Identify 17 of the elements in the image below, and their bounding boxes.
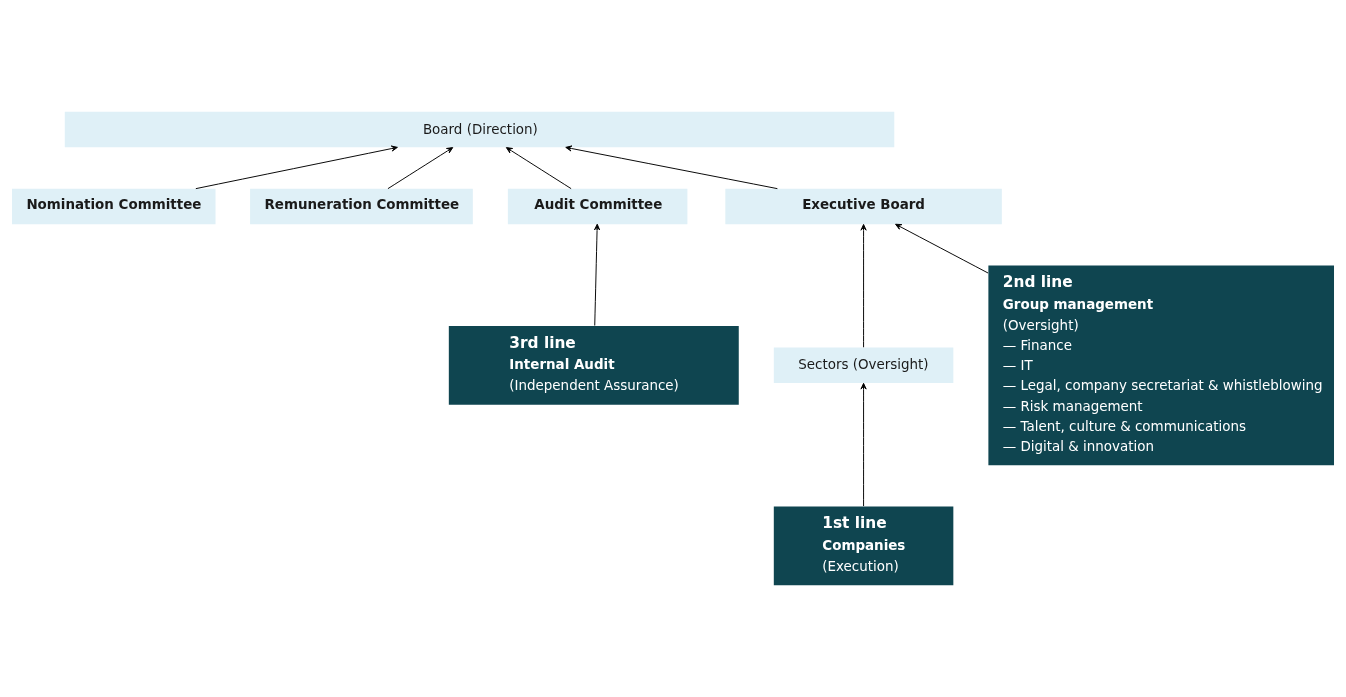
node-box: Remuneration Committee [250, 188, 473, 225]
node-box: 1st line Companies (Execution) [773, 506, 954, 586]
node-box: Board (Direction) [64, 111, 895, 148]
node-box: Executive Board [725, 188, 1002, 225]
arrow [565, 145, 778, 190]
arrow [387, 147, 454, 190]
arrow [195, 145, 398, 190]
arrow [594, 223, 601, 326]
node-box: Sectors (Oversight) [773, 347, 954, 384]
node-box: 3rd line Internal Audit (Independent Assurance) [448, 325, 739, 405]
arrow [860, 382, 867, 507]
node-box: 2nd line Group management (Oversight) — Finance — IT — Legal, company secretariat & whistleblowing — Risk management — Talent, culture & communications — Digital & innovation [988, 265, 1334, 466]
node-box: Audit Committee [507, 188, 688, 225]
arrow [895, 223, 989, 274]
node-box: Nomination Committee [12, 188, 216, 225]
arrow [505, 147, 572, 190]
arrow [860, 223, 867, 348]
